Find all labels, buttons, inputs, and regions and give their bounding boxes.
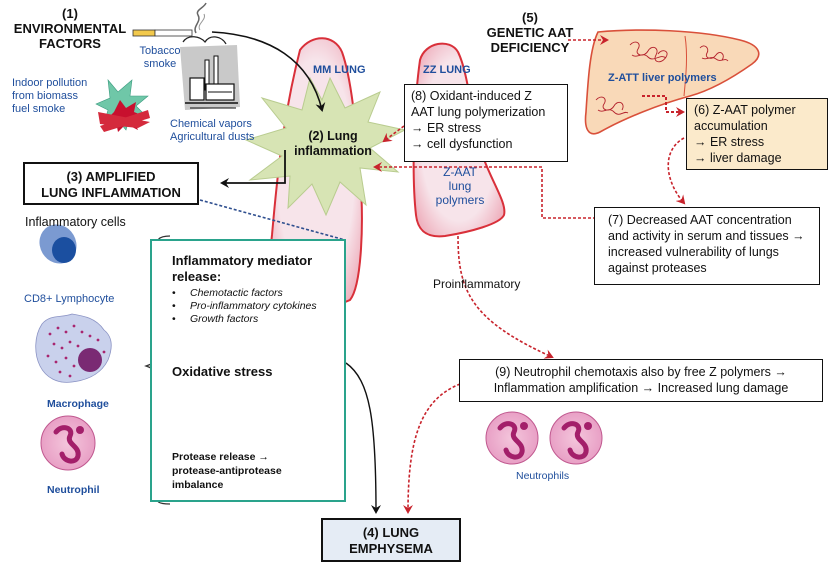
box-line: against proteases [608,261,707,275]
cell-label-lymphocyte: CD8+ Lymphocyte [24,293,115,305]
label-line: Chemical vapors [170,118,252,130]
label-line: imbalance [172,479,224,491]
label-line: protease-antiprotease [172,465,282,477]
lung-inflammation-label: (2) Lung inflammation [285,129,381,159]
box-line: AAT lung polymerization [411,105,546,119]
label-line: smoke [143,58,177,70]
genetic-aat-deficiency-heading: (5) GENETIC AAT DEFICIENCY [480,10,580,55]
arrow-box6-to-box7 [667,137,686,205]
label-line: Agricultural dusts [170,131,255,143]
arrow-inflammation-to-amplified [220,150,286,188]
box-line: EMPHYSEMA [349,541,433,556]
liver-polymers-label: Z-ATT liver polymers [608,72,717,84]
factory-icon [180,36,240,110]
heading-line: ENVIRONMENTAL [13,21,127,36]
box-line: (7) Decreased AAT concentration [608,213,792,227]
label-line: fuel smoke [12,103,66,115]
mediator-item: Growth factors [172,313,344,326]
box-line: LUNG INFLAMMATION [41,185,181,200]
chemical-vapors-label: Chemical vapors Agricultural dusts [170,118,254,144]
decreased-aat-box: (7) Decreased AAT concentration and acti… [594,207,820,285]
polymer-accumulation-box: (6) Z-AAT polymer accumulation → ER stre… [686,98,828,170]
box-line: (3) AMPLIFIED [66,169,156,184]
lung-emphysema-box: (4) LUNG EMPHYSEMA [321,518,461,562]
heading-line: FACTORS [39,36,101,51]
section-number: (5) [522,10,538,25]
liver-icon [584,29,760,135]
box-line: increased vulnerability of lungs [608,245,779,259]
neutrophils-label: Neutrophils [516,470,570,482]
box-line: → cell dysfunction [411,137,513,151]
mediator-list: Chemotactic factors Pro-inflammatory cyt… [172,287,344,326]
label-line: Indoor pollution [12,77,88,89]
label-line: (2) Lung [308,129,358,143]
mediator-title: release: [172,269,222,284]
protease-release-label: Protease release → protease-antiprotease… [172,450,344,492]
box-line: → ER stress [411,121,482,135]
neutrophils-pair-icon [485,411,603,465]
zz-lung-label: ZZ LUNG [423,64,471,76]
box-line: (6) Z-AAT polymer [694,103,796,117]
label-line: from biomass [12,90,79,102]
tobacco-smoke-label: Tobacco smoke [137,45,183,71]
macrophage-icon [35,313,112,383]
inflammation-star [244,76,407,217]
cell-label-macrophage: Macrophage [47,398,109,410]
box-line: (8) Oxidant-induced Z [411,89,532,103]
section-number: (1) [62,6,78,21]
indoor-pollution-label: Indoor pollution from biomass fuel smoke [12,77,87,116]
neutrophil-icon [40,415,96,471]
box-line: (9) Neutrophil chemotaxis also by free Z… [495,365,787,379]
environmental-factors-heading: (1) ENVIRONMENTAL FACTORS [10,6,130,51]
arrow-box9-to-emphysema [403,383,461,514]
arrow-env-to-inflammation [211,31,326,112]
box-line: accumulation [694,119,768,133]
cell-label-neutrophil: Neutrophil [47,484,100,496]
zaat-lung-polymers-label: Z-AAT lung polymers [430,165,490,207]
link-amplified-to-mediator [199,199,346,241]
box-line: → ER stress [694,135,765,149]
mediator-box: Inflammatory mediator release: Chemotact… [150,239,346,502]
label-line: Protease release → [172,451,269,463]
inflammatory-cells-heading: Inflammatory cells [25,215,126,229]
label-line: Z-AAT [443,165,477,179]
box-line: Inflammation amplification → Increased l… [493,381,789,395]
box-line: → liver damage [694,151,782,165]
arrow-mediator-to-emphysema [345,362,381,514]
label-line: Tobacco [139,45,181,57]
mediator-item: Chemotactic factors [172,287,344,300]
oxidant-polymerization-box: (8) Oxidant-induced Z AAT lung polymeriz… [404,84,568,162]
box-line: (4) LUNG [362,525,420,540]
arrow-box8-to-inflammation [382,125,405,143]
mediator-item: Pro-inflammatory cytokines [172,300,344,313]
arrow-polymers-to-box9 [457,235,554,359]
label-line: inflammation [294,144,372,158]
cigarette-icon [132,2,207,37]
mm-lung-label: MM LUNG [313,64,366,76]
biomass-fire-icon [95,79,150,132]
box-line: and activity in serum and tissues → [608,229,805,243]
oxidative-stress-label: Oxidative stress [172,364,273,379]
label-line: lung [448,179,472,193]
proinflammatory-label: Proinflammatory [433,277,521,291]
heading-line: DEFICIENCY [490,40,570,55]
heading-line: GENETIC AAT [486,25,574,40]
label-line: polymers [435,193,485,207]
neutrophil-chemotaxis-box: (9) Neutrophil chemotaxis also by free Z… [459,359,823,402]
lymphocyte-icon [39,224,77,264]
arrow-box7-to-inflammation [373,162,596,219]
amplified-inflammation-box: (3) AMPLIFIED LUNG INFLAMMATION [23,162,199,205]
mediator-title: Inflammatory mediator [172,253,313,268]
arrow-liver-to-box6 [642,95,685,117]
